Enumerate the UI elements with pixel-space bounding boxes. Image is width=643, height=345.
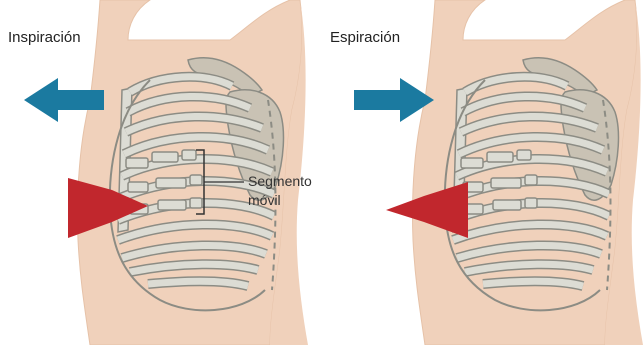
chest-illustration-right <box>413 0 643 345</box>
expiration-panel: Espiración <box>330 0 643 345</box>
inspiration-title: Inspiración <box>8 29 81 46</box>
inspiration-panel: Inspiración Segmento móvil <box>8 0 312 345</box>
segment-label-line1: Segmento <box>248 173 312 189</box>
expiration-title: Espiración <box>330 29 400 46</box>
segment-label-line2: móvil <box>248 192 281 208</box>
